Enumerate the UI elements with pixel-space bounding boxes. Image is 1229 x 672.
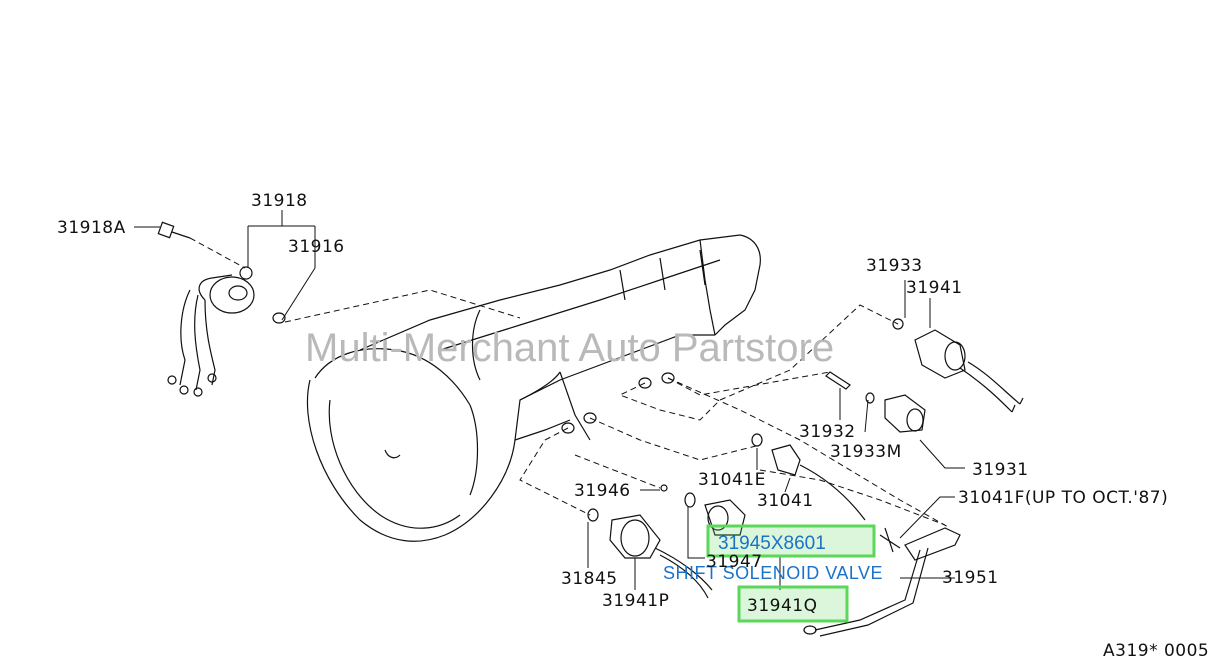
label-31946: 31946 bbox=[574, 481, 631, 501]
leader-lines bbox=[134, 210, 965, 590]
highlight-box-31941Q[interactable] bbox=[737, 585, 849, 623]
label-31941Q[interactable]: 31941Q bbox=[747, 596, 817, 616]
label-31932: 31932 bbox=[799, 422, 856, 442]
label-31941: 31941 bbox=[906, 278, 963, 298]
watermark-text: Multi-Merchant Auto Partstore bbox=[305, 326, 834, 370]
right-upper-parts bbox=[825, 318, 1024, 433]
diagram-code: A319* 0005 bbox=[1103, 641, 1209, 661]
label-31931: 31931 bbox=[972, 460, 1029, 480]
transmission-case bbox=[306, 234, 761, 542]
label-31041E: 31041E bbox=[698, 470, 766, 490]
label-31933M: 31933M bbox=[830, 442, 902, 462]
label-31916: 31916 bbox=[288, 237, 345, 257]
label-31845: 31845 bbox=[561, 569, 618, 589]
label-31041F: 31041F(UP TO OCT.'87) bbox=[958, 488, 1168, 508]
label-31951: 31951 bbox=[942, 568, 999, 588]
highlighted-part-number[interactable]: 31945X8601 bbox=[718, 533, 826, 554]
label-31918A: 31918A bbox=[57, 218, 126, 238]
lower-parts bbox=[561, 372, 961, 637]
dashed-guides bbox=[189, 237, 951, 529]
label-31041: 31041 bbox=[757, 491, 814, 511]
label-31941P: 31941P bbox=[602, 591, 669, 611]
highlight-box-part-number[interactable] bbox=[706, 524, 876, 558]
label-31918: 31918 bbox=[251, 191, 308, 211]
label-31933: 31933 bbox=[866, 256, 923, 276]
label-31947: 31947 bbox=[706, 552, 763, 572]
highlighted-part-description: SHIFT SOLENOID VALVE bbox=[663, 563, 883, 583]
revolution-sensor-assembly bbox=[157, 221, 286, 397]
